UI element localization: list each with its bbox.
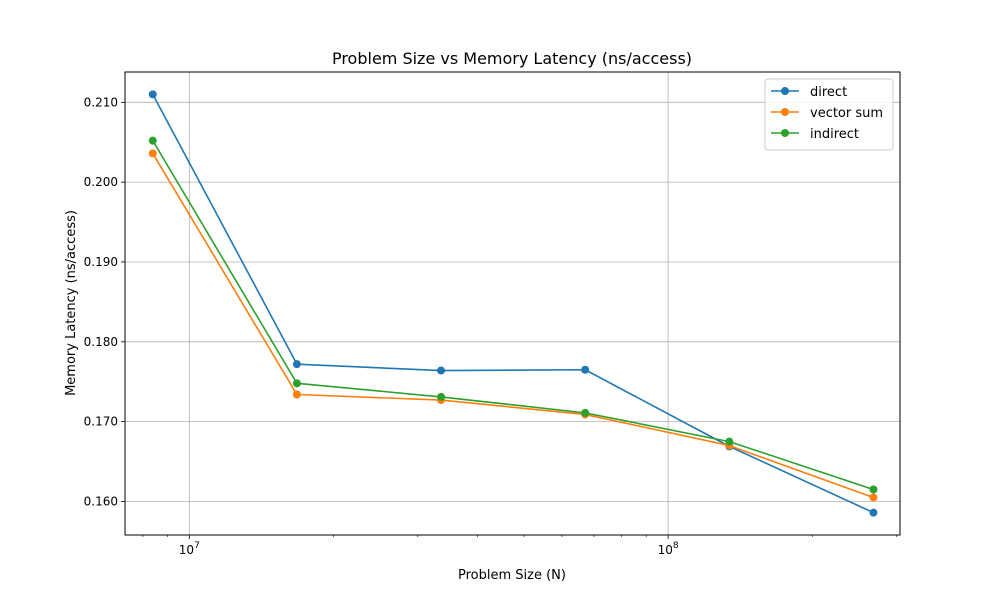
data-point [437,366,446,375]
data-point [725,437,734,446]
legend-label: vector sum [810,106,883,121]
x-tick-label-base: 10 [658,543,673,557]
series-line-0 [152,93,874,514]
data-point [581,408,590,417]
legend-marker [781,108,789,116]
plot-frame [124,71,901,536]
x-tick-label-exponent: 8 [673,541,679,551]
data-point [292,379,301,388]
data-point [148,149,157,158]
plot-area [148,90,878,517]
series-line-1 [152,153,874,499]
legend-marker [781,129,789,137]
y-tick-label: 0.170 [84,415,118,429]
chart-title: Problem Size vs Memory Latency (ns/acces… [332,49,692,68]
legend-marker [781,87,789,95]
x-tick-label: 108 [658,541,679,557]
data-point [869,493,878,502]
x-tick-label: 107 [179,541,200,557]
legend: direct vector sum indirect [764,78,894,151]
x-axis-label: Problem Size (N) [458,568,566,583]
data-point [581,365,590,374]
y-tick-label: 0.160 [84,494,118,508]
series-line-2 [152,140,874,491]
legend-label: indirect [810,127,859,142]
data-point [148,136,157,145]
y-tick-label: 0.180 [84,335,118,349]
data-point [869,485,878,494]
x-tick-label-base: 10 [179,543,194,557]
data-point [869,508,878,517]
data-point [292,390,301,399]
y-tick-label: 0.210 [84,95,118,109]
y-tick-label: 0.200 [84,175,118,189]
y-axis-label: Memory Latency (ns/access) [64,210,79,396]
grid [125,72,900,535]
data-point [148,90,157,99]
data-point [437,392,446,401]
data-point [292,360,301,369]
y-tick-label: 0.190 [84,255,118,269]
legend-label: direct [810,85,847,100]
x-tick-label-exponent: 7 [194,541,200,551]
